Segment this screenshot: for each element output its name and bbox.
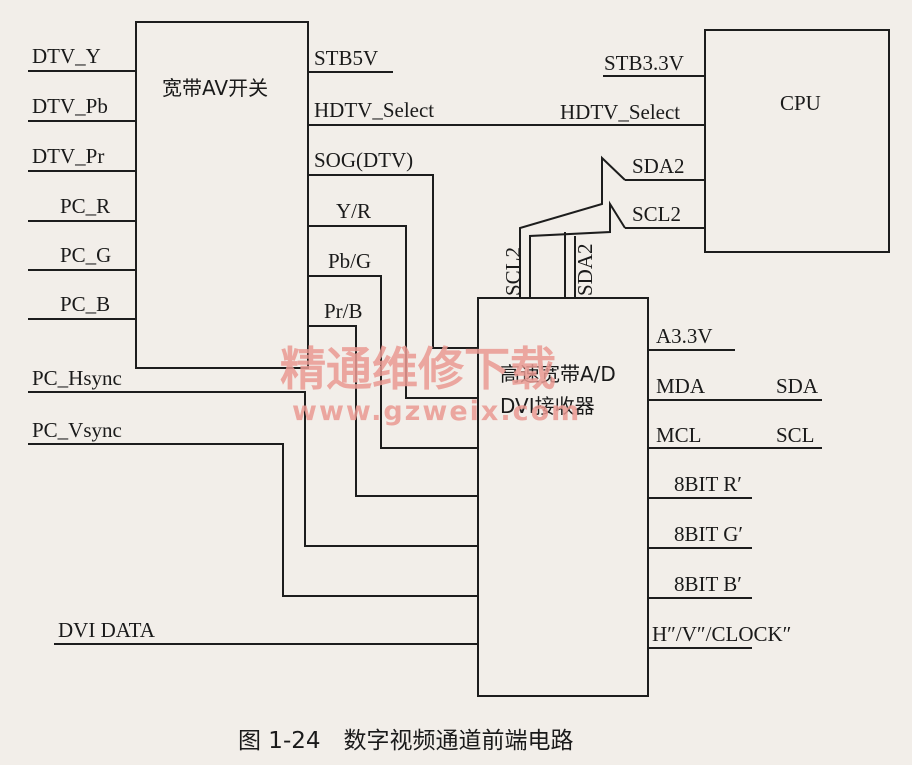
label-hv-clock: H″/V″/CLOCK″ bbox=[652, 622, 791, 646]
label-y-r: Y/R bbox=[336, 199, 371, 223]
cpu-title: CPU bbox=[780, 91, 821, 115]
adc-title-line2: DVI接收器 bbox=[500, 394, 595, 418]
label-cpu-hdtv-select: HDTV_Select bbox=[560, 100, 680, 124]
label-pc-vsync: PC_Vsync bbox=[32, 418, 122, 442]
label-a33v: A3.3V bbox=[656, 324, 713, 348]
switch-input-lines bbox=[28, 70, 136, 320]
watermark-text: 精通维修下载 bbox=[280, 342, 556, 396]
label-8bit-g: 8BIT G′ bbox=[674, 522, 743, 546]
label-cpu-scl2: SCL2 bbox=[632, 202, 681, 226]
watermark-url: www.gzweix.com bbox=[292, 396, 581, 427]
label-mcl: MCL bbox=[656, 423, 702, 447]
sync-dvi-lines bbox=[28, 391, 478, 645]
label-pc-r: PC_R bbox=[60, 194, 110, 218]
label-scl-ext: SCL bbox=[776, 423, 815, 447]
label-sda-ext: SDA bbox=[776, 374, 819, 398]
label-pb-g: Pb/G bbox=[328, 249, 371, 273]
adc-title-line1: 高速宽带A/D bbox=[500, 362, 616, 386]
label-8bit-b: 8BIT B′ bbox=[674, 572, 742, 596]
label-cpu-sda2: SDA2 bbox=[632, 154, 685, 178]
av-switch-title: 宽带AV开关 bbox=[162, 76, 268, 100]
figure-caption: 图 1-24 数字视频通道前端电路 bbox=[238, 728, 574, 754]
label-stb5v: STB5V bbox=[314, 46, 378, 70]
switch-output-lines bbox=[308, 71, 705, 497]
label-mda: MDA bbox=[656, 374, 706, 398]
label-hdtv-select: HDTV_Select bbox=[314, 98, 434, 122]
label-adc-scl2: SCL2 bbox=[501, 247, 525, 296]
label-dvi-data: DVI DATA bbox=[58, 618, 156, 642]
cpu-block bbox=[704, 29, 890, 253]
label-8bit-r: 8BIT R′ bbox=[674, 472, 742, 496]
cpu-pin-lines bbox=[603, 75, 705, 229]
label-dtv-pr: DTV_Pr bbox=[32, 144, 104, 168]
label-pc-b: PC_B bbox=[60, 292, 110, 316]
label-adc-sda2: SDA2 bbox=[573, 243, 597, 296]
adc-output-lines bbox=[648, 349, 822, 649]
label-dtv-y: DTV_Y bbox=[32, 44, 101, 68]
label-pr-b: Pr/B bbox=[324, 299, 363, 323]
av-switch-block bbox=[135, 21, 309, 369]
label-stb33v: STB3.3V bbox=[604, 51, 684, 75]
label-sog-dtv: SOG(DTV) bbox=[314, 148, 413, 172]
label-pc-g: PC_G bbox=[60, 243, 111, 267]
label-dtv-pb: DTV_Pb bbox=[32, 94, 108, 118]
label-pc-hsync: PC_Hsync bbox=[32, 366, 122, 390]
i2c-bus-lines bbox=[519, 155, 626, 298]
